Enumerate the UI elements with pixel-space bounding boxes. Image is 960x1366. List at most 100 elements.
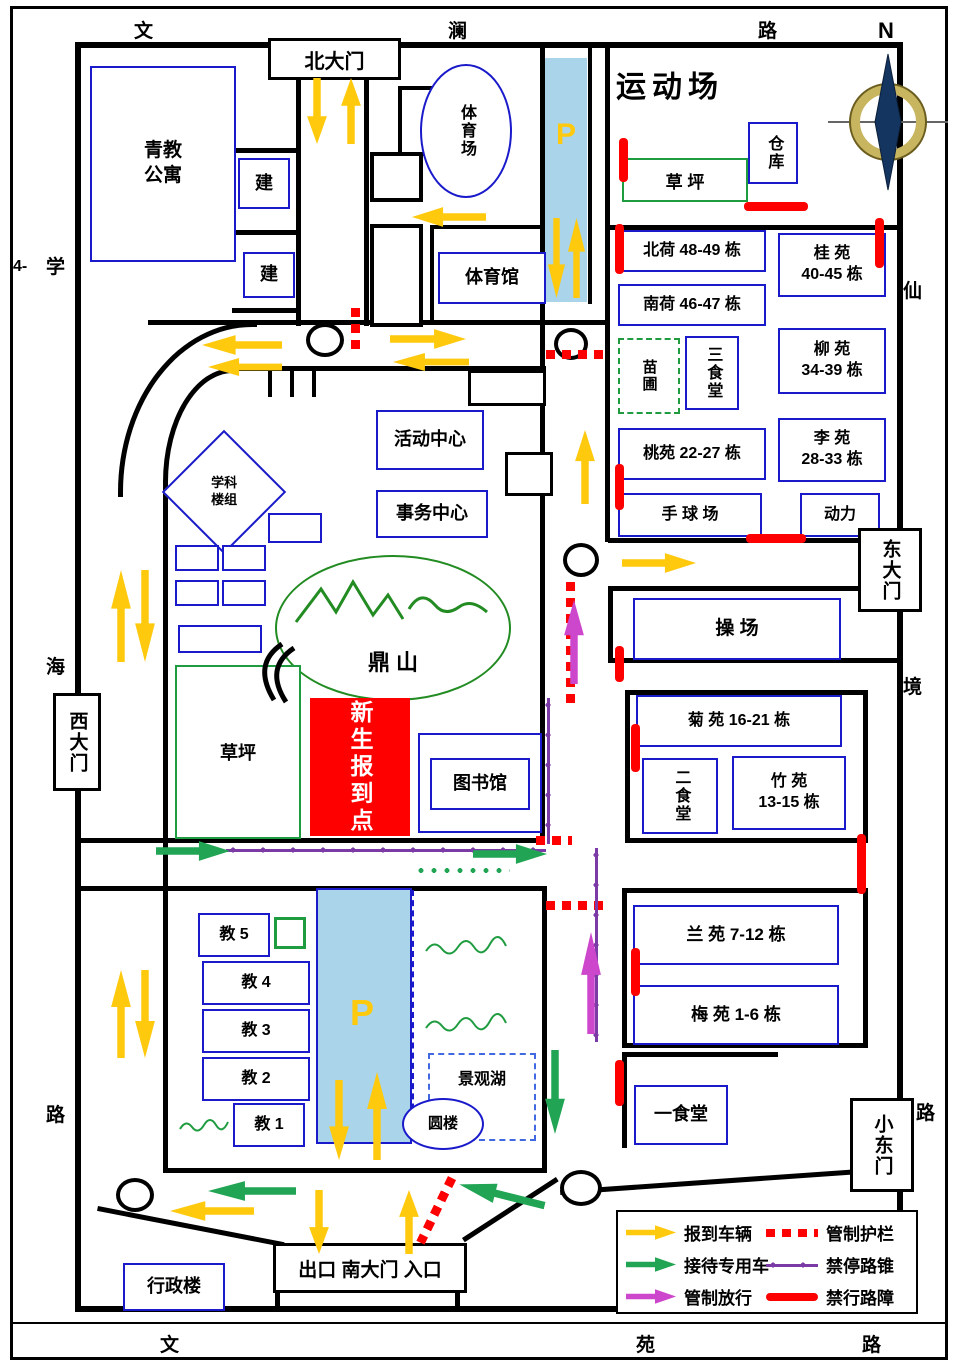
building-jiao2: 教 2 [202,1057,310,1101]
legend: 报到车辆 接待专用车 管制放行 管制护栏 禁停路锥 禁行路障 [616,1210,918,1314]
gate-small-east-label: 小东门 [871,1113,893,1177]
ershitang-label: 二食堂 [672,769,690,823]
legend-item: 管制护栏 [766,1220,894,1245]
road-label-top: 文 [134,21,154,42]
building-taoyuan: 桃苑 22-27 栋 [618,428,766,480]
road-label-bottom: 路 [862,1335,882,1356]
road-segment [622,888,868,893]
page-border [10,6,948,1360]
road-segment [75,42,81,1312]
building-juyuan: 菊 苑 16-21 栋 [636,695,842,747]
building-tiyuguan: 体育馆 [438,252,546,304]
sports-ground-label: 运动场 [616,71,724,104]
mountain-sketch [294,579,488,623]
road-segment [230,366,546,371]
dashed-boundary-line [412,890,416,1140]
road-segment [163,480,168,1170]
road-segment [588,42,592,304]
building-guiyuan: 桂 苑 40-45 栋 [778,233,886,297]
road-segment [75,1306,903,1312]
road-block-bar [631,724,640,772]
gate-west-label: 西大门 [66,710,88,774]
green-arrow-icon [626,1257,676,1272]
road-segment [455,1287,460,1308]
registration-label: 新生报到点 [347,699,373,835]
road-segment [622,1043,868,1048]
building-yuanlou: 圆楼 [402,1098,484,1150]
structure-box [505,452,553,496]
xueke-label: 学科 楼组 [210,475,238,507]
road-segment [625,838,868,843]
building-ershitang: 二食堂 [642,758,718,834]
solid-bar-icon [766,1292,818,1301]
wave-sketch [425,1013,507,1032]
building-meiyuan: 梅 苑 1-6 栋 [633,985,839,1045]
building-small [268,513,322,543]
cangku-label: 仓库 [765,135,783,171]
building-qingjiao-gongyu: 青教 公寓 [90,66,236,262]
road-block-bar [615,464,624,510]
road-block-bar [619,138,628,182]
road-label-bottom: 苑 [636,1335,656,1356]
road-segment [622,1052,627,1148]
gate-west: 西大门 [53,693,101,791]
road-label-top: 路 [758,21,778,42]
road-segment [540,42,545,840]
building-sanshitang: 三食堂 [685,336,739,410]
legend-label: 报到车辆 [684,1225,752,1244]
parking-strip-north [545,58,587,302]
compass-n-label: N [878,18,894,43]
gate-east-label: 东大门 [879,538,901,602]
gate-north: 北大门 [268,38,401,80]
building-huodong-zhongxin: 活动中心 [376,410,484,470]
building-small [222,580,266,606]
nursery-plot: 苗圃 [618,338,680,414]
road-block-bar [615,224,624,274]
legend-item: 报到车辆 [626,1220,752,1245]
wave-sketch [425,936,507,955]
road-label-left: 路 [46,1105,66,1126]
legend-label: 接待专用车 [684,1257,769,1276]
registration-point: 新生报到点 [310,698,410,836]
road-label-bottom: 文 [160,1335,180,1356]
green-dot-line [416,866,510,875]
gate-small-east: 小东门 [850,1098,914,1192]
road-segment [275,1287,280,1308]
road-label-top: 澜 [448,21,468,42]
structure-box [468,370,546,406]
legend-label: 管制护栏 [826,1225,894,1244]
road-segment [163,1168,547,1173]
gate-south: 出口 南大门 入口 [273,1243,467,1293]
road-swoosh [262,642,296,704]
road-block-bar [615,646,624,682]
road-segment [430,225,544,229]
gate-east: 东大门 [858,528,922,612]
road-label-left: 海 [46,657,66,678]
road-label-right: 路 [916,1103,936,1124]
road-segment [625,690,868,695]
building-jiao1: 教 1 [233,1103,305,1147]
road-segment [232,308,296,313]
road-segment [80,886,165,891]
legend-item: 管制放行 [626,1284,752,1309]
sanshitang-label: 三食堂 [704,346,722,400]
road-segment [622,888,627,1048]
road-segment [430,225,434,325]
building-small [175,545,219,571]
road-segment [608,586,899,591]
green-square-structure [274,917,306,949]
parking-strip-south [316,888,412,1144]
wave-sketch [179,1119,229,1132]
road-block-bar [744,202,808,211]
sports-field-label: 体育场 [458,104,475,158]
road-segment [364,74,369,326]
road-segment [296,74,301,326]
road-segment [268,371,272,397]
hill-label: 鼎 山 [367,650,419,675]
nursery-label: 苗圃 [640,359,658,393]
legend-item: 禁行路障 [766,1284,894,1309]
road-segment [232,148,296,153]
no-stop-cone-line [226,844,546,856]
roundabout-circle [560,1170,602,1206]
